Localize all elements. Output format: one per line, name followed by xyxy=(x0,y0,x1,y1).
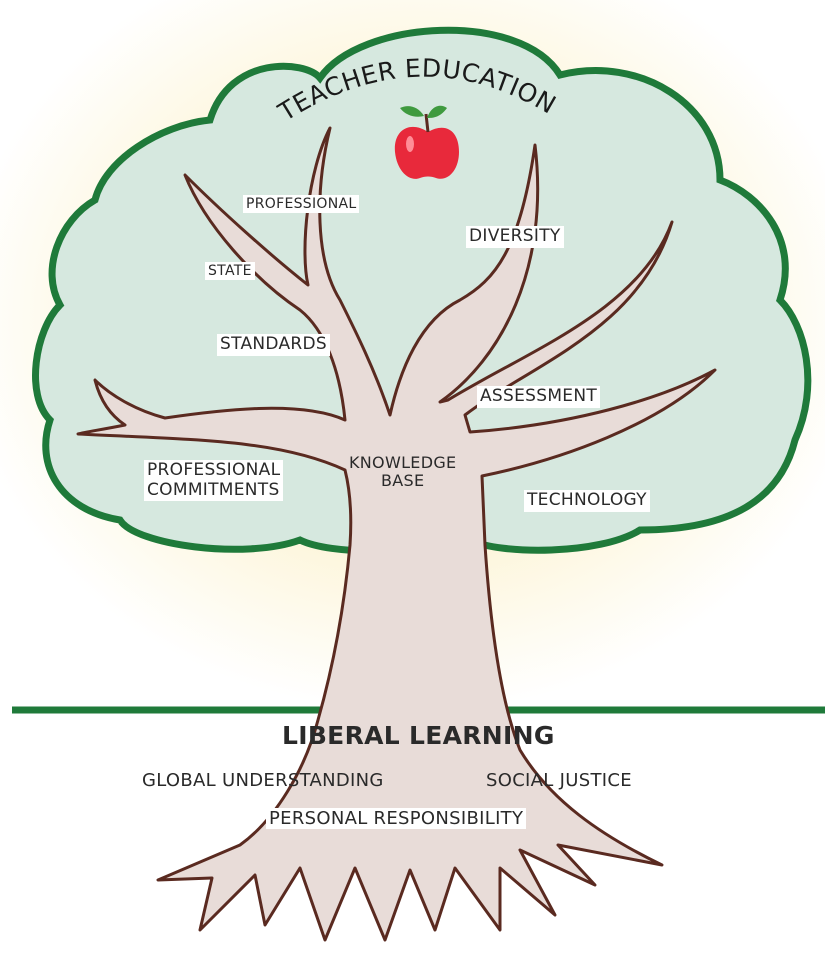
label-liberal-learning: LIBERAL LEARNING xyxy=(282,721,555,750)
label-global-understanding: GLOBAL UNDERSTANDING xyxy=(142,770,384,791)
apple-body xyxy=(394,126,459,179)
apple-leaf xyxy=(427,105,447,118)
label-professional-commitments: PROFESSIONAL COMMITMENTS xyxy=(144,460,284,502)
label-professional-commitments-line1: PROFESSIONAL xyxy=(147,460,281,480)
label-technology: TECHNOLOGY xyxy=(524,490,650,512)
label-state: STATE xyxy=(205,262,255,281)
label-diversity: DIVERSITY xyxy=(466,226,564,248)
label-knowledge-base: KNOWLEDGE BASE xyxy=(346,453,459,492)
label-knowledge-base-line1: KNOWLEDGE xyxy=(349,453,457,472)
label-assessment: ASSESSMENT xyxy=(477,386,601,408)
label-standards: STANDARDS xyxy=(217,334,331,356)
apple-icon xyxy=(394,105,459,179)
label-professional-commitments-line2: COMMITMENTS xyxy=(147,479,280,500)
apple-leaf-left xyxy=(400,106,424,117)
label-personal-responsibility: PERSONAL RESPONSIBILITY xyxy=(266,808,527,829)
tree-trunk xyxy=(76,126,717,942)
apple-highlight xyxy=(406,136,414,152)
label-professional: PROFESSIONAL xyxy=(243,195,360,214)
label-knowledge-base-line2: BASE xyxy=(381,471,425,491)
label-social-justice: SOCIAL JUSTICE xyxy=(486,770,632,791)
apple-stem xyxy=(424,113,430,133)
